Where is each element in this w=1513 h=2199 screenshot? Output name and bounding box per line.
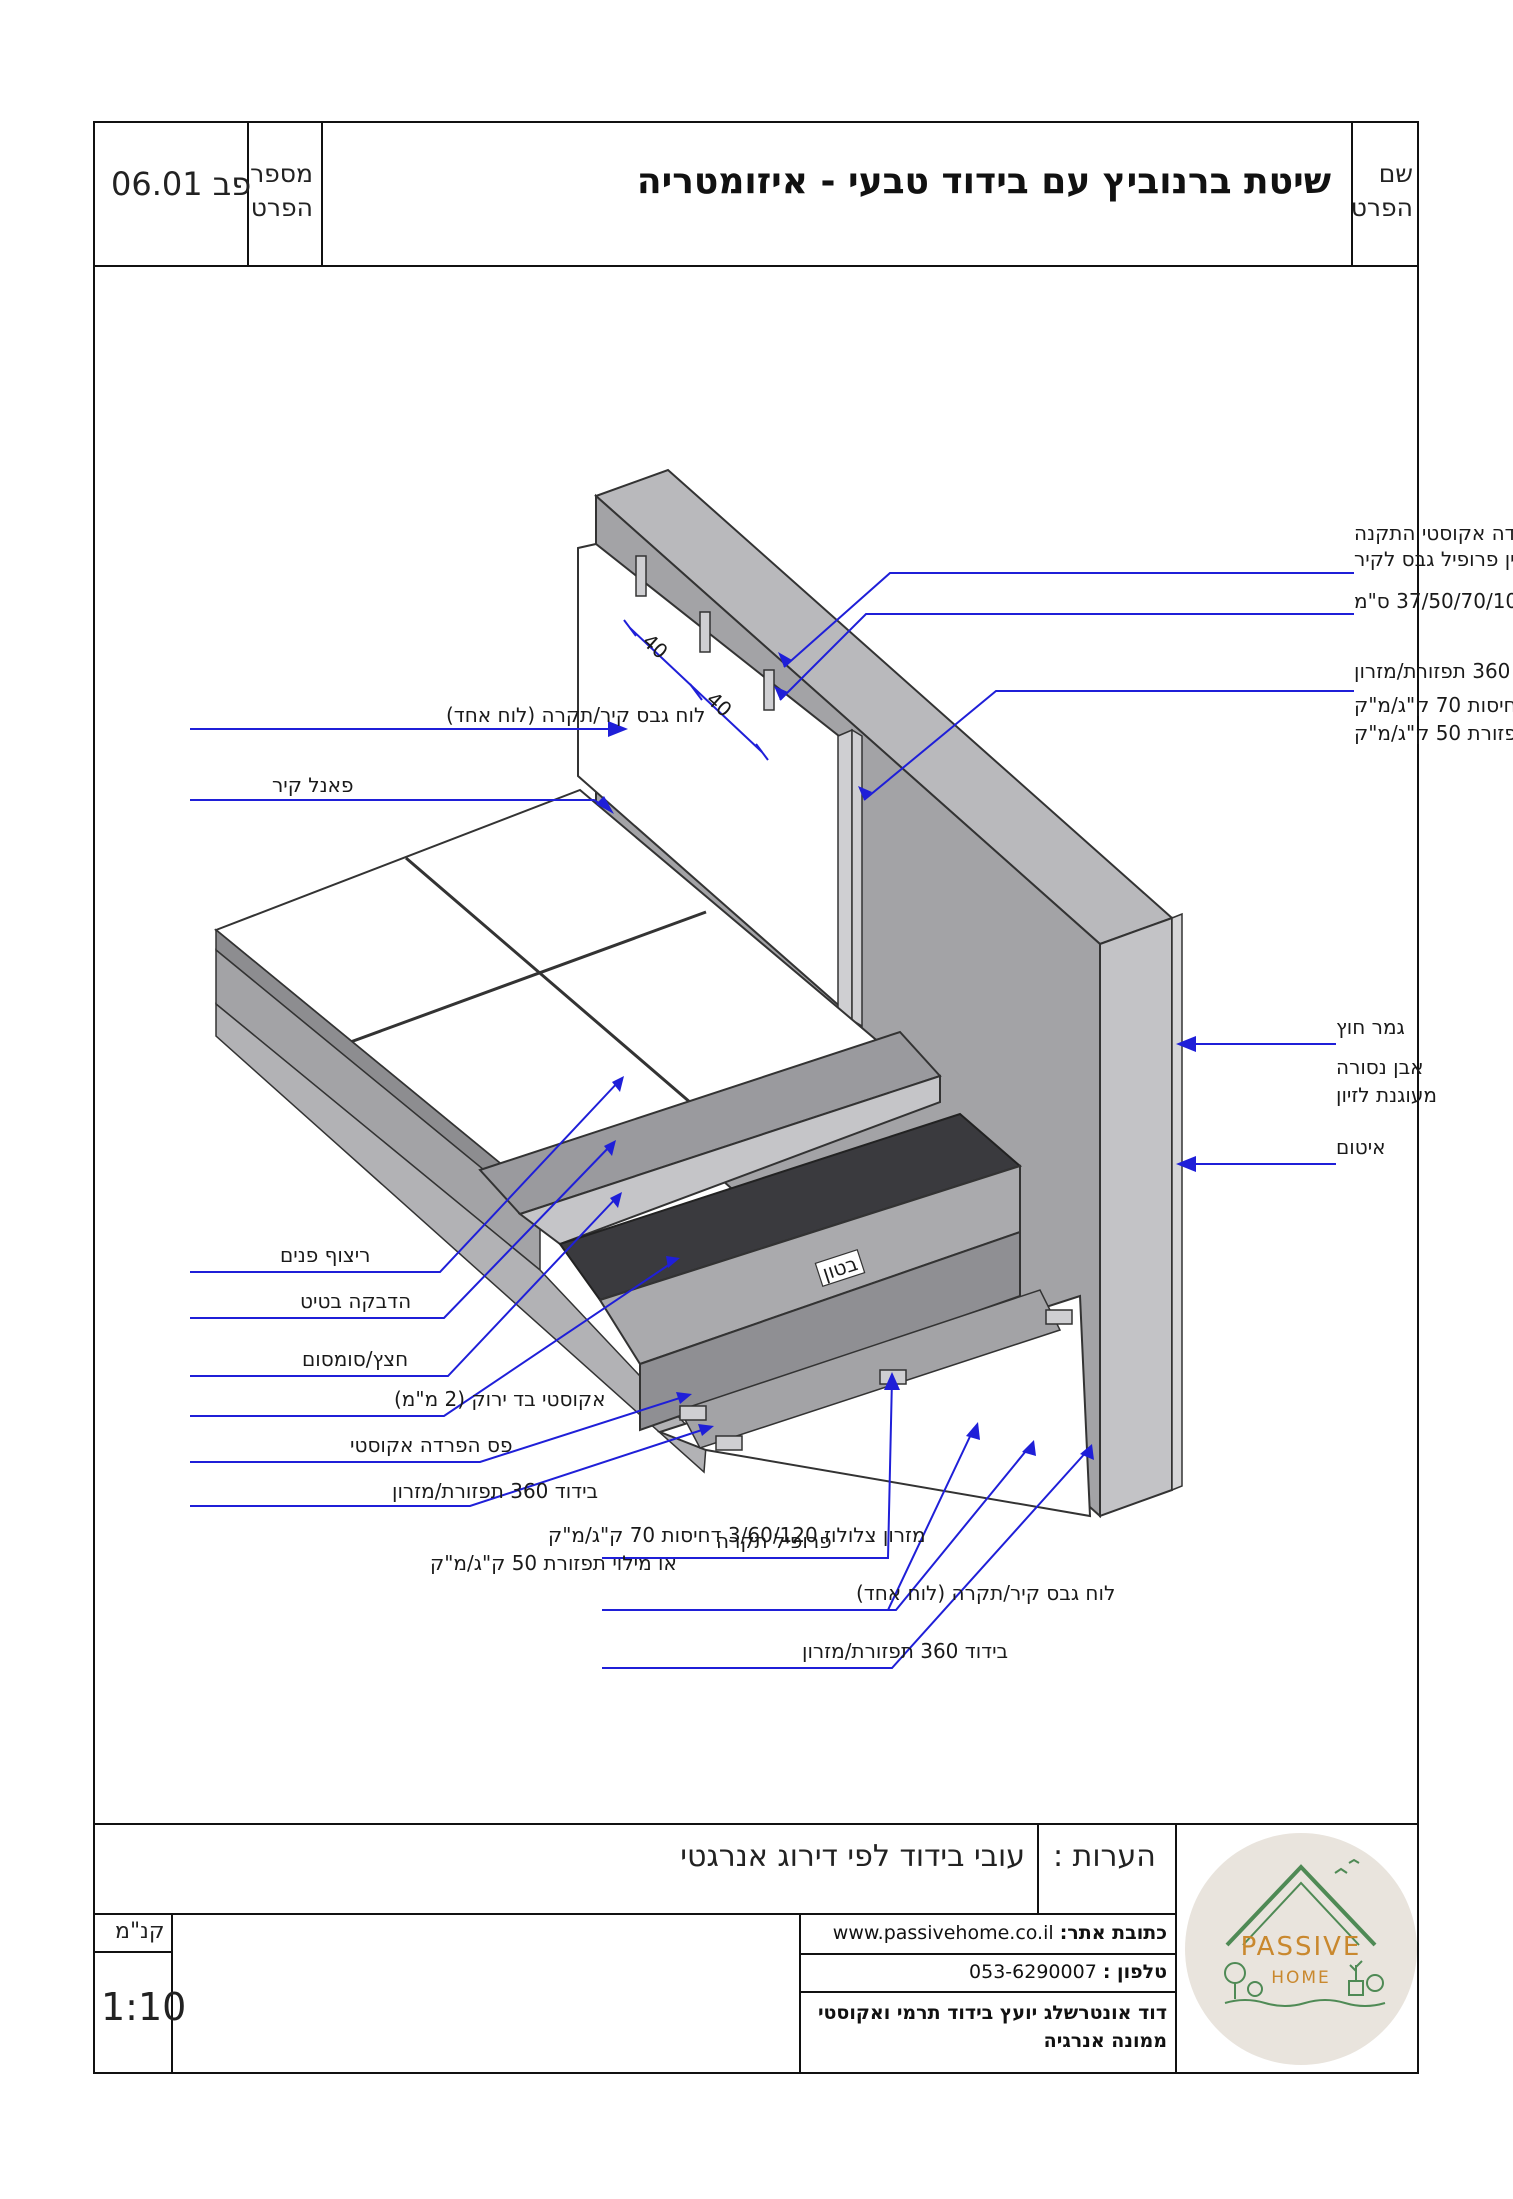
label-concrete-glue: הדבקה בטיט — [300, 1289, 411, 1313]
page-title: שיטת ברנוביץ עם בידוד טבעי - איזומטריה — [636, 161, 1331, 202]
logo-word-home: HOME — [1271, 1968, 1331, 1988]
wall-studs — [635, 555, 863, 1028]
label-gypsum-profile: פרופיל גבס 37/50/70/100 ס"מ — [1354, 589, 1513, 613]
label-exterior-finish: גמר חוץ — [1336, 1015, 1405, 1039]
notes-label: הערות : — [1053, 1839, 1156, 1874]
footer-mid-line — [95, 1913, 1175, 1915]
concrete-wall-side — [1099, 916, 1173, 1518]
header-col-2 — [321, 123, 323, 265]
phone-row: טלפון : 053-6290007 — [807, 1961, 1167, 1983]
diagram-labels: פס הפרדה אקוסטי התקנה אנכית בין פרופיל ג… — [272, 521, 1513, 1663]
header-col-1 — [247, 123, 249, 265]
website-row: כתובת אתר: www.passivehome.co.il — [807, 1922, 1167, 1944]
phone-label: טלפון : — [1102, 1961, 1167, 1983]
leader-arrowheads — [596, 652, 1196, 1460]
label-ceiling-profile: פרופיל תקרה — [716, 1529, 832, 1553]
scale-value: 1:10 — [101, 1985, 187, 2029]
label-acoustic-strip: פס הפרדה אקוסטי — [350, 1433, 512, 1457]
exterior-stone-finish — [1171, 912, 1183, 1492]
label-waterproofing: איטום — [1336, 1135, 1386, 1159]
company-row: דוד אונטרשלג יועץ בידוד תרמי ואקוסטי ממו… — [807, 1999, 1167, 2055]
company-logo: PASSIVE HOME — [1185, 1833, 1417, 2065]
ceiling-profiles — [679, 1309, 1073, 1451]
label-insul-right-3: או מילוי תפזורת 50 ק"ג/מ"ק — [1354, 721, 1513, 745]
scale-label: קנ"מ — [115, 1919, 165, 1944]
label-insul-left-2: מזרון צלולוז 3/60/120 דחיסות 70 ק"ג/מ"ק — [548, 1523, 926, 1547]
label-insul-left-1: בידוד 360 תפזורת/מזרון — [392, 1479, 598, 1503]
leader-lines — [190, 572, 1354, 1669]
label-gypsum-board-left: לוח גבס קיר/תקרה (לוח אחד) — [446, 703, 705, 727]
label-sep-strip-top-2: אנכית בין פרופיל גבס לקיר — [1354, 547, 1513, 571]
drawing-sheet: 06.01 פב מספר הפרט שיטת ברנוביץ עם בידוד… — [93, 121, 1419, 2074]
label-insul-bottom: בידוד 360 תפזורת/מזרון — [802, 1639, 1008, 1663]
label-sawn-stone-2: מעוגנת לזיון — [1336, 1083, 1437, 1107]
detail-number: 06.01 פב — [111, 165, 252, 203]
label-wall-panel: פאנל קיר — [272, 773, 354, 797]
label-insul-right-2: מזרון צלולוז 3/60/120 דחיסות 70 ק"ג/מ"ק — [1354, 693, 1513, 717]
contact-divider-2 — [799, 1991, 1175, 1993]
label-sawn-stone-1: אבן נסורה — [1336, 1055, 1424, 1079]
header-col-3 — [1351, 123, 1353, 265]
label-ceiling-board: לוח גבס קיר/תקרה (לוח אחד) — [856, 1581, 1115, 1605]
website-label: כתובת אתר: — [1059, 1922, 1167, 1944]
footer-col-scale — [171, 1913, 173, 2072]
contact-divider-1 — [799, 1953, 1175, 1955]
company-line-2: ממונה אנרגיה — [1043, 2030, 1167, 2052]
label-acoustic-green: אקוסטי בד ירוק (2 מ"מ) — [394, 1387, 605, 1411]
logo-graphic: PASSIVE HOME — [1224, 1858, 1386, 2007]
header-divider — [95, 265, 1417, 267]
footer-col-notes — [1037, 1823, 1039, 1913]
footer-top-line — [95, 1823, 1417, 1825]
detail-number-label: מספר הפרט — [250, 159, 313, 222]
label-insul-right-1: בידוד 360 תפזורת/מזרון — [1354, 659, 1513, 683]
label-sep-strip-top-1: פס הפרדה אקוסטי התקנה — [1354, 521, 1513, 545]
label-insul-left-3: או מילוי תפזורת 50 ק"ג/מ"ק — [430, 1551, 677, 1575]
logo-word-passive: PASSIVE — [1241, 1932, 1362, 1962]
notes-text: עובי בידוד לפי דירוג אנרגטי — [680, 1839, 1025, 1874]
company-line-1: דוד אונטרשלג יועץ בידוד תרמי ואקוסטי — [817, 2002, 1167, 2024]
dimension-40-40 — [623, 619, 769, 761]
label-sand-screed: חצץ/סומסום — [302, 1347, 408, 1371]
footer-col-logo — [1175, 1823, 1177, 2072]
detail-name-label: שם הפרט — [1350, 159, 1413, 222]
website-value[interactable]: www.passivehome.co.il — [832, 1922, 1054, 1944]
ceiling-insulation — [678, 1289, 1062, 1449]
floor-front-edge — [215, 1002, 707, 1474]
phone-value[interactable]: 053-6290007 — [969, 1961, 1097, 1983]
scale-divider — [95, 1951, 171, 1953]
gravel-layer — [517, 1074, 941, 1246]
label-interior-floor: ריצוף פנים — [280, 1243, 370, 1267]
